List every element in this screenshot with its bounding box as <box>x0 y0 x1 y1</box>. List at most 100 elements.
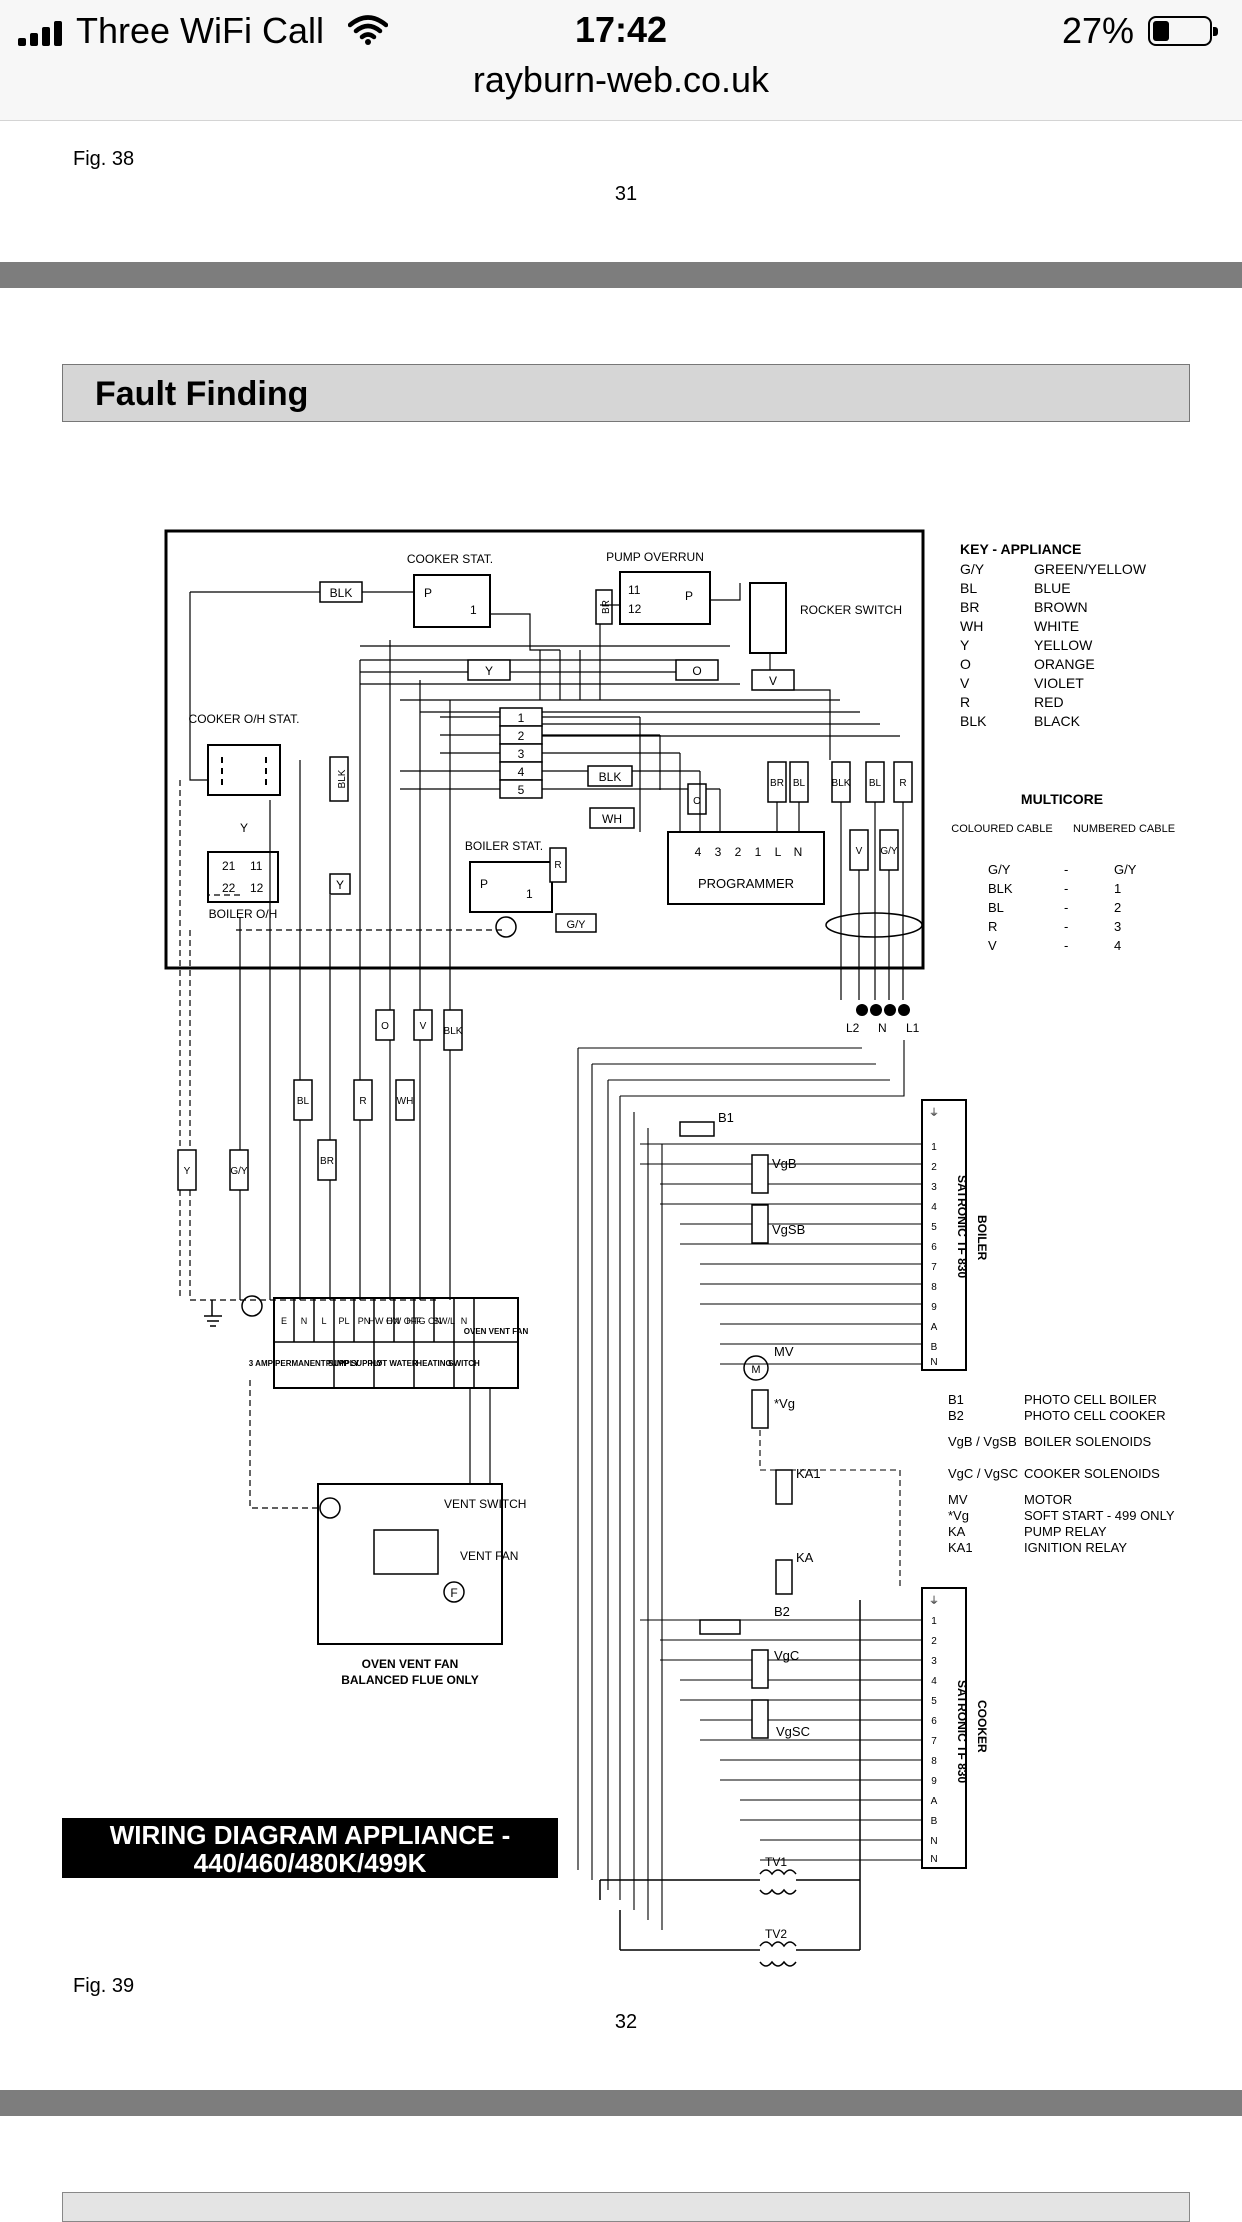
svg-text:P: P <box>685 589 693 603</box>
svg-text:HEATING: HEATING <box>416 1359 451 1368</box>
svg-text:WH: WH <box>602 812 622 826</box>
svg-text:B: B <box>931 1816 938 1827</box>
svg-text:Y: Y <box>336 878 344 892</box>
label-oven-vent-fan: OVEN VENT FAN <box>362 1657 459 1671</box>
carrier-name: Three WiFi Call <box>76 10 325 51</box>
svg-text:1: 1 <box>1114 881 1121 896</box>
svg-text:R: R <box>359 1096 366 1107</box>
svg-text:PHOTO CELL BOILER: PHOTO CELL BOILER <box>1024 1392 1157 1407</box>
svg-text:BROWN: BROWN <box>1034 599 1088 615</box>
svg-text:VgC: VgC <box>774 1648 799 1663</box>
svg-text:BR: BR <box>770 778 784 789</box>
svg-text:VgSC: VgSC <box>776 1724 810 1739</box>
svg-text:9: 9 <box>931 1776 937 1787</box>
svg-text:SW/L: SW/L <box>433 1316 455 1326</box>
svg-text:N: N <box>930 1836 937 1847</box>
svg-text:L: L <box>775 845 782 859</box>
svg-text:M: M <box>751 1364 760 1376</box>
svg-text:11: 11 <box>250 859 263 873</box>
svg-text:4: 4 <box>695 845 702 859</box>
svg-text:1: 1 <box>526 887 533 901</box>
svg-text:3: 3 <box>1114 919 1121 934</box>
svg-text:Y: Y <box>184 1166 191 1177</box>
svg-text:B2: B2 <box>774 1604 790 1619</box>
svg-text:21: 21 <box>222 859 236 873</box>
svg-text:R: R <box>988 919 997 934</box>
svg-text:1: 1 <box>931 1142 937 1153</box>
svg-text:*Vg: *Vg <box>948 1508 969 1523</box>
svg-text:O: O <box>693 796 701 807</box>
svg-text:O: O <box>381 1021 389 1032</box>
multicore-title: MULTICORE <box>1021 791 1103 807</box>
address-bar[interactable]: rayburn-web.co.uk <box>0 62 1242 121</box>
svg-text:G/Y: G/Y <box>988 862 1011 877</box>
svg-text:V: V <box>988 938 997 953</box>
svg-text:⏚: ⏚ <box>929 1107 939 1119</box>
svg-text:BLK: BLK <box>832 778 851 789</box>
svg-text:1: 1 <box>470 603 477 617</box>
svg-text:11: 11 <box>628 583 641 597</box>
svg-text:-: - <box>1064 919 1068 934</box>
svg-text:BL: BL <box>869 778 882 789</box>
svg-text:5: 5 <box>931 1696 937 1707</box>
svg-text:2: 2 <box>1114 900 1121 915</box>
label-boiler-stat: BOILER STAT. <box>465 839 543 853</box>
svg-text:Y: Y <box>240 821 248 835</box>
cellular-signal-icon <box>18 20 68 46</box>
svg-text:BLK: BLK <box>337 769 348 788</box>
clock: 17:42 <box>574 9 668 50</box>
svg-text:MV: MV <box>774 1344 794 1359</box>
label-pump-overrun: PUMP OVERRUN <box>606 550 704 564</box>
svg-text:KA: KA <box>796 1550 814 1565</box>
svg-text:BLACK: BLACK <box>1034 713 1081 729</box>
svg-text:O: O <box>960 656 971 672</box>
section-header: Fault Finding <box>62 364 1190 422</box>
label-cooker-block: COOKER <box>975 1700 989 1753</box>
svg-text:COLOURED CABLE: COLOURED CABLE <box>951 823 1052 835</box>
svg-text:VgB: VgB <box>772 1156 797 1171</box>
diagram-title-line1: WIRING DIAGRAM APPLIANCE - <box>109 1820 511 1850</box>
svg-text:HTG ON: HTG ON <box>407 1316 442 1326</box>
svg-text:4: 4 <box>931 1202 937 1213</box>
svg-text:BLK: BLK <box>444 1026 463 1037</box>
svg-text:V: V <box>960 675 970 691</box>
svg-text:2: 2 <box>931 1636 937 1647</box>
url-text[interactable]: rayburn-web.co.uk <box>472 59 770 100</box>
svg-text:VgC / VgSC: VgC / VgSC <box>948 1466 1018 1481</box>
next-section-header <box>62 2192 1190 2222</box>
svg-text:*Vg: *Vg <box>774 1396 795 1411</box>
svg-text:-: - <box>1064 938 1068 953</box>
svg-text:BR: BR <box>601 600 612 614</box>
svg-text:HW OFF: HW OFF <box>386 1316 422 1326</box>
svg-text:BL: BL <box>960 580 977 596</box>
status-bar: Three WiFi Call 17:42 27% <box>0 0 1242 62</box>
svg-text:WH: WH <box>960 618 983 634</box>
svg-text:BL: BL <box>988 900 1004 915</box>
svg-text:6: 6 <box>931 1716 937 1727</box>
svg-text:L: L <box>321 1316 326 1326</box>
svg-text:L2: L2 <box>846 1021 860 1035</box>
svg-text:1: 1 <box>755 845 762 859</box>
label-balanced-flue: BALANCED FLUE ONLY <box>341 1673 479 1687</box>
svg-text:B1: B1 <box>718 1110 734 1125</box>
label-boiler-oh: BOILER O/H <box>209 907 278 921</box>
svg-text:A: A <box>931 1322 938 1333</box>
svg-text:VIOLET: VIOLET <box>1034 675 1084 691</box>
svg-text:V: V <box>769 674 777 688</box>
svg-text:G/Y: G/Y <box>960 561 985 577</box>
page-number-top: 31 <box>614 183 638 205</box>
svg-text:BLK: BLK <box>599 770 622 784</box>
svg-text:NUMBERED CABLE: NUMBERED CABLE <box>1073 823 1175 835</box>
svg-text:BLUE: BLUE <box>1034 580 1071 596</box>
svg-text:⏚: ⏚ <box>929 1595 939 1607</box>
svg-text:B1: B1 <box>948 1392 964 1407</box>
svg-text:VgSB: VgSB <box>772 1222 805 1237</box>
svg-text:7: 7 <box>931 1262 937 1273</box>
svg-text:-: - <box>1064 900 1068 915</box>
svg-text:R: R <box>960 694 970 710</box>
svg-text:COOKER SOLENOIDS: COOKER SOLENOIDS <box>1024 1466 1160 1481</box>
svg-text:4: 4 <box>1114 938 1121 953</box>
